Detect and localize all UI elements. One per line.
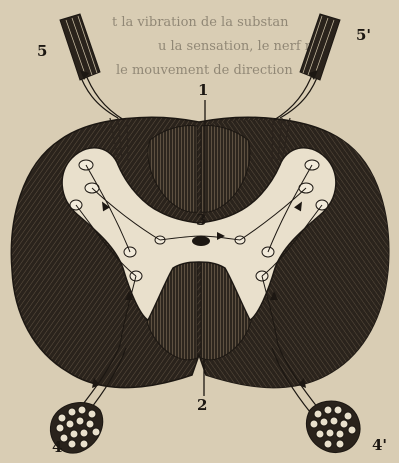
central-canal bbox=[192, 236, 210, 246]
label-5-prime: 5' bbox=[356, 28, 371, 43]
label-5: 5 bbox=[37, 44, 47, 59]
nerve-trunk-5-prime bbox=[300, 14, 340, 80]
label-1: 1 bbox=[198, 83, 208, 98]
nerve-bundle-4-prime bbox=[306, 401, 360, 453]
label-2: 2 bbox=[197, 398, 207, 413]
nerve-trunk-5 bbox=[60, 14, 100, 80]
label-3: 3 bbox=[196, 213, 206, 228]
label-4: 4 bbox=[52, 440, 62, 455]
label-4-prime: 4' bbox=[372, 438, 387, 453]
